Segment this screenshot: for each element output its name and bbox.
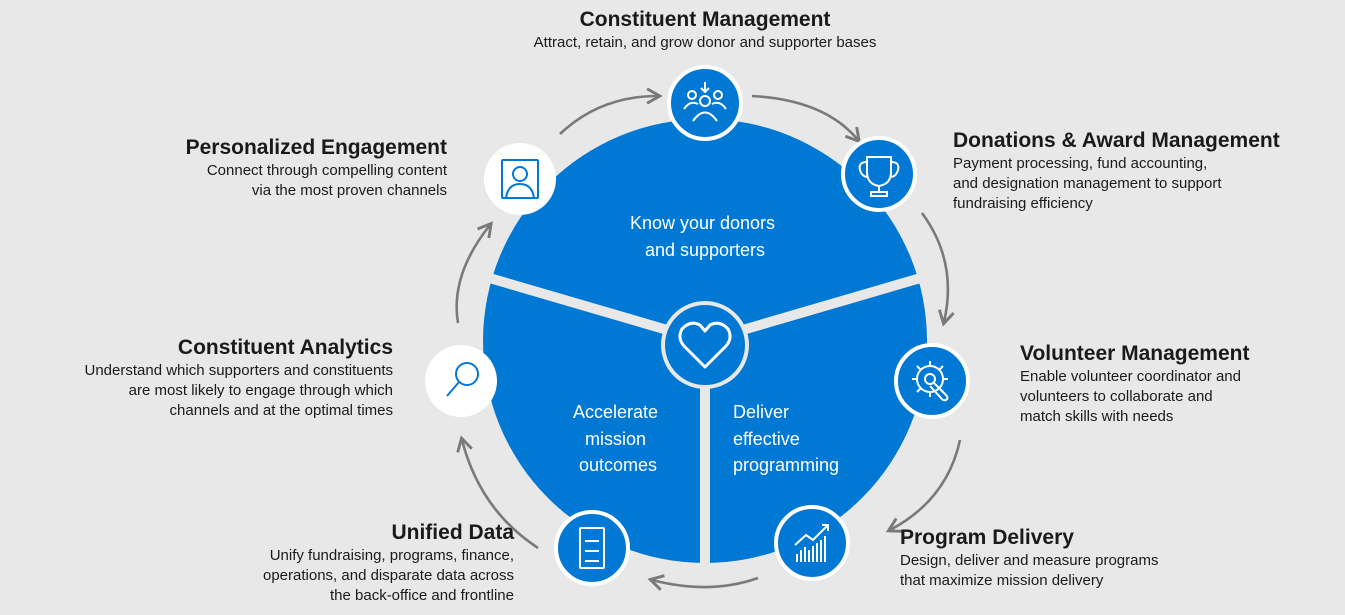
section-texts: Know your donors and supporters Accelera… [573,213,839,475]
server-icon [579,527,605,569]
donations-desc-line2: and designation management to support [953,175,1222,192]
donations-label: Donations & Award Management Payment pro… [953,128,1343,214]
center-heart [661,301,749,389]
constituent-analytics-desc-line2: are most likely to engage through which [128,382,393,399]
people-arrow-icon [683,82,727,122]
person-frame-icon [501,159,539,199]
personalized-engagement-title: Personalized Engagement [185,136,447,159]
personalized-engagement-desc-line2: via the most proven channels [251,182,447,199]
badge-volunteer [894,343,970,419]
section-top: Know your donors and supporters [630,213,780,260]
gear-wrench-icon [912,361,949,402]
badge-unified-data [554,510,630,586]
section-left: Accelerate mission outcomes [573,402,663,475]
constituent-management-label: Constituent Management Attract, retain, … [455,7,955,53]
bar-chart-trend-icon [794,524,829,562]
arrow-2 [751,94,862,144]
heart-icon [678,321,732,369]
badge-personalized-engagement [484,143,556,215]
constituent-analytics-label: Constituent Analytics Understand which s… [0,335,393,421]
unified-data-desc-line2: operations, and disparate data across [263,567,514,584]
volunteer-desc-line2: volunteers to collaborate and [1020,388,1213,405]
donations-desc-line1: Payment processing, fund accounting, [953,155,1208,172]
badge-constituent-management [667,65,743,141]
volunteer-title: Volunteer Management [1020,342,1250,365]
unified-data-desc-line1: Unify fundraising, programs, finance, [269,547,514,564]
constituent-analytics-desc-line3: channels and at the optimal times [169,402,393,419]
arrow-5 [647,574,759,591]
program-delivery-label: Program Delivery Design, deliver and mea… [900,525,1300,591]
unified-data-desc-line3: the back-office and frontline [329,587,514,604]
badge-program-delivery [774,505,850,581]
badge-donations [841,136,917,212]
volunteer-desc-line3: match skills with needs [1020,408,1174,425]
section-right: Deliver effective programming [733,402,839,475]
unified-data-title: Unified Data [391,521,514,544]
arrow-6 [456,435,539,550]
donations-title: Donations & Award Management [953,129,1280,152]
unified-data-label: Unified Data Unify fundraising, programs… [130,520,514,606]
donations-desc-line3: fundraising efficiency [953,195,1093,212]
constituent-analytics-title: Constituent Analytics [177,336,393,359]
arrow-4 [885,439,962,533]
cycle-arrows [455,87,962,591]
personalized-engagement-label: Personalized Engagement Connect through … [100,135,447,201]
constituent-management-title: Constituent Management [579,8,831,31]
search-icon [446,362,479,397]
arrow-3 [920,212,955,327]
constituent-management-desc: Attract, retain, and grow donor and supp… [533,34,877,51]
constituent-analytics-desc-line1: Understand which supporters and constitu… [84,362,393,379]
arrow-7 [455,221,493,324]
program-delivery-title: Program Delivery [900,526,1074,549]
volunteer-label: Volunteer Management Enable volunteer co… [1020,341,1340,427]
trophy-icon [858,156,900,197]
arrow-1 [559,87,663,135]
badge-constituent-analytics [425,345,497,417]
program-delivery-desc-line2: that maximize mission delivery [900,572,1104,589]
personalized-engagement-desc-line1: Connect through compelling content [206,162,447,179]
program-delivery-desc-line1: Design, deliver and measure programs [900,552,1159,569]
volunteer-desc-line1: Enable volunteer coordinator and [1020,368,1241,385]
